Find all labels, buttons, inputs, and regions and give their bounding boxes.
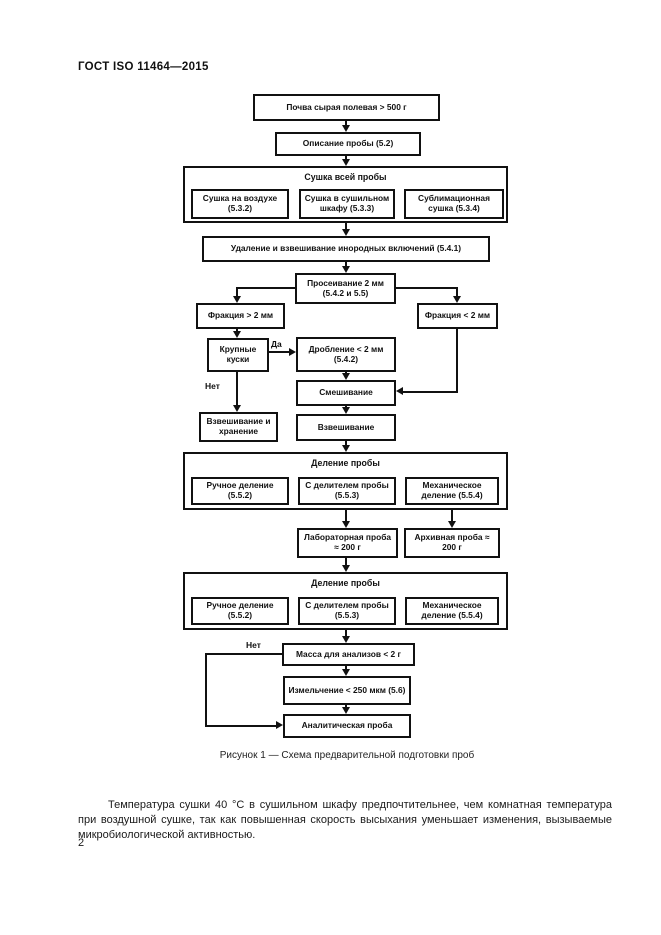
- body-paragraph: Температура сушки 40 °C в сушильном шкаф…: [78, 799, 612, 841]
- arrow-down-icon: [342, 373, 350, 380]
- connector-fractionlt-mix: [403, 391, 457, 393]
- arrow-down-icon: [342, 407, 350, 414]
- flow-box-division-mechanical-2: Механическое деление (5.5.4): [405, 597, 499, 625]
- connector-mass-grind: [345, 666, 347, 670]
- arrow-down-icon: [342, 565, 350, 572]
- page-number: 2: [78, 837, 85, 849]
- flow-box-archive-sample: Архивная проба ≈ 200 г: [404, 528, 500, 558]
- connector-division1-lab: [345, 510, 347, 522]
- flow-box-division-manual-2: Ручное деление (5.5.2): [191, 597, 289, 625]
- flow-box-division-splitter-1: С делителем пробы (5.5.3): [298, 477, 396, 505]
- label-no: Нет: [246, 640, 261, 650]
- connector-sieve-fraction-lt: [456, 287, 458, 297]
- connector-mass-no-down: [205, 653, 207, 727]
- arrow-right-icon: [289, 348, 296, 356]
- arrow-down-icon: [342, 266, 350, 273]
- arrow-down-icon: [233, 331, 241, 338]
- flow-group-division-2-title: Деление пробы: [311, 578, 380, 588]
- connector-drying-remove: [345, 223, 347, 230]
- connector-mass-no-left: [205, 653, 282, 655]
- flow-box-weigh-store: Взвешивание и хранение: [199, 412, 278, 442]
- flow-box-crush: Дробление < 2 мм (5.4.2): [296, 337, 396, 372]
- connector-fractionlt-down: [456, 329, 458, 393]
- flow-box-dry-air: Сушка на воздухе (5.3.2): [191, 189, 289, 219]
- flow-box-dry-sublimation: Сублимационная сушка (5.3.4): [404, 189, 504, 219]
- connector-sieve-left: [237, 287, 295, 289]
- arrow-left-icon: [396, 387, 403, 395]
- connector-sieve-right: [396, 287, 457, 289]
- connector-soil-describe: [345, 121, 347, 126]
- connector-division2-mass: [345, 630, 347, 637]
- flow-box-fraction-gt: Фракция > 2 мм: [196, 303, 285, 329]
- flow-box-lumps: Крупные куски: [207, 338, 269, 372]
- flow-box-lab-sample: Лабораторная проба ≈ 200 г: [297, 528, 398, 558]
- flow-box-describe: Описание пробы (5.2): [275, 132, 421, 156]
- flow-group-division-1-title: Деление пробы: [311, 458, 380, 468]
- flow-box-grind: Измельчение < 250 мкм (5.6): [283, 676, 411, 705]
- flow-group-drying-title: Сушка всей пробы: [304, 172, 387, 182]
- flow-box-analytical-sample: Аналитическая проба: [283, 714, 411, 738]
- connector-lab-division2: [345, 558, 347, 566]
- arrow-down-icon: [342, 229, 350, 236]
- arrow-down-icon: [448, 521, 456, 528]
- flow-box-soil: Почва сырая полевая > 500 г: [253, 94, 440, 121]
- page-header: ГОСТ ISO 11464—2015: [78, 61, 209, 73]
- flow-box-remove-inclusions: Удаление и взвешивание инородных включен…: [202, 236, 490, 262]
- arrow-down-icon: [342, 669, 350, 676]
- flow-box-sieve: Просеивание 2 мм (5.4.2 и 5.5): [295, 273, 396, 304]
- connector-remove-sieve: [345, 262, 347, 267]
- arrow-down-icon: [453, 296, 461, 303]
- connector-sieve-fraction-gt: [236, 287, 238, 297]
- flow-box-weigh: Взвешивание: [296, 414, 396, 441]
- arrow-right-icon: [276, 721, 283, 729]
- flow-box-division-mechanical-1: Механическое деление (5.5.4): [405, 477, 499, 505]
- arrow-down-icon: [233, 296, 241, 303]
- flow-box-fraction-lt: Фракция < 2 мм: [417, 303, 498, 329]
- label-yes: Да: [271, 339, 282, 349]
- flow-box-division-manual-1: Ручное деление (5.5.2): [191, 477, 289, 505]
- connector-mass-no-right: [207, 725, 276, 727]
- arrow-down-icon: [342, 445, 350, 452]
- arrow-down-icon: [342, 636, 350, 643]
- arrow-down-icon: [342, 707, 350, 714]
- connector-lumps-crush: [269, 351, 290, 353]
- arrow-down-icon: [342, 125, 350, 132]
- connector-grind-analytical: [345, 705, 347, 708]
- flow-box-division-splitter-2: С делителем пробы (5.5.3): [298, 597, 396, 625]
- connector-division1-archive: [451, 510, 453, 522]
- connector-lumps-weighstore: [236, 372, 238, 406]
- flow-box-dry-oven: Сушка в сушильном шкафу (5.3.3): [299, 189, 395, 219]
- figure-caption: Рисунок 1 — Схема предварительной подгот…: [219, 750, 475, 761]
- label-no: Нет: [205, 381, 220, 391]
- arrow-down-icon: [342, 521, 350, 528]
- arrow-down-icon: [233, 405, 241, 412]
- flow-box-analysis-mass: Масса для анализов < 2 г: [282, 643, 415, 666]
- connector-describe-drying: [345, 156, 347, 160]
- connector-weigh-division1: [345, 441, 347, 446]
- flow-box-mix: Смешивание: [296, 380, 396, 406]
- arrow-down-icon: [342, 159, 350, 166]
